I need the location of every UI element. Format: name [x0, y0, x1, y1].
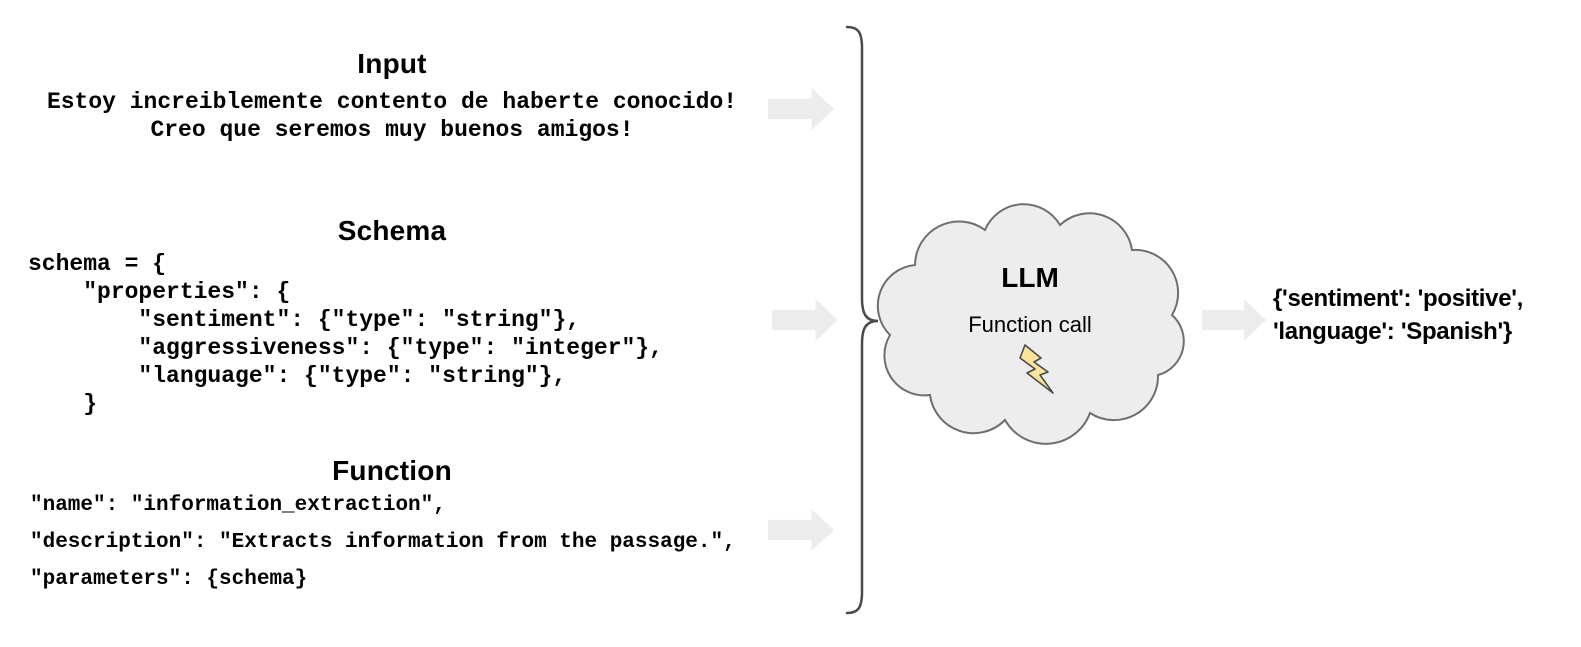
brace-path [845, 25, 879, 615]
llm-label: LLM [1001, 262, 1059, 293]
function-section-title: Function [332, 455, 452, 486]
input-section-title: Input [357, 48, 427, 79]
function-call-label: Function call [968, 312, 1092, 337]
function-code-line-3: "parameters": {schema} [30, 568, 308, 591]
grouping-brace [845, 25, 879, 615]
cloud-shape [876, 203, 1185, 445]
input-text-line-2: Creo que seremos muy buenos amigos! [150, 117, 634, 143]
schema-code-block: schema = { "properties": { "sentiment": … [28, 251, 663, 417]
schema-flow-arrow-icon [772, 299, 838, 341]
output-result-line-2: 'language': 'Spanish'} [1273, 318, 1512, 345]
schema-section-title: Schema [337, 215, 447, 246]
llm-cloud [876, 203, 1185, 445]
lightning-bolt-icon [1019, 344, 1054, 394]
output-flow-arrow-icon [1202, 299, 1266, 341]
function-code-line-2: "description": "Extracts information fro… [30, 531, 736, 554]
input-text-line-1: Estoy increiblemente contento de haberte… [46, 89, 738, 115]
input-flow-arrow-icon [768, 88, 834, 130]
output-result-line-1: {'sentiment': 'positive', [1273, 285, 1524, 312]
function-code-line-1: "name": "information_extraction", [30, 494, 446, 517]
function-flow-arrow-icon [768, 509, 834, 551]
